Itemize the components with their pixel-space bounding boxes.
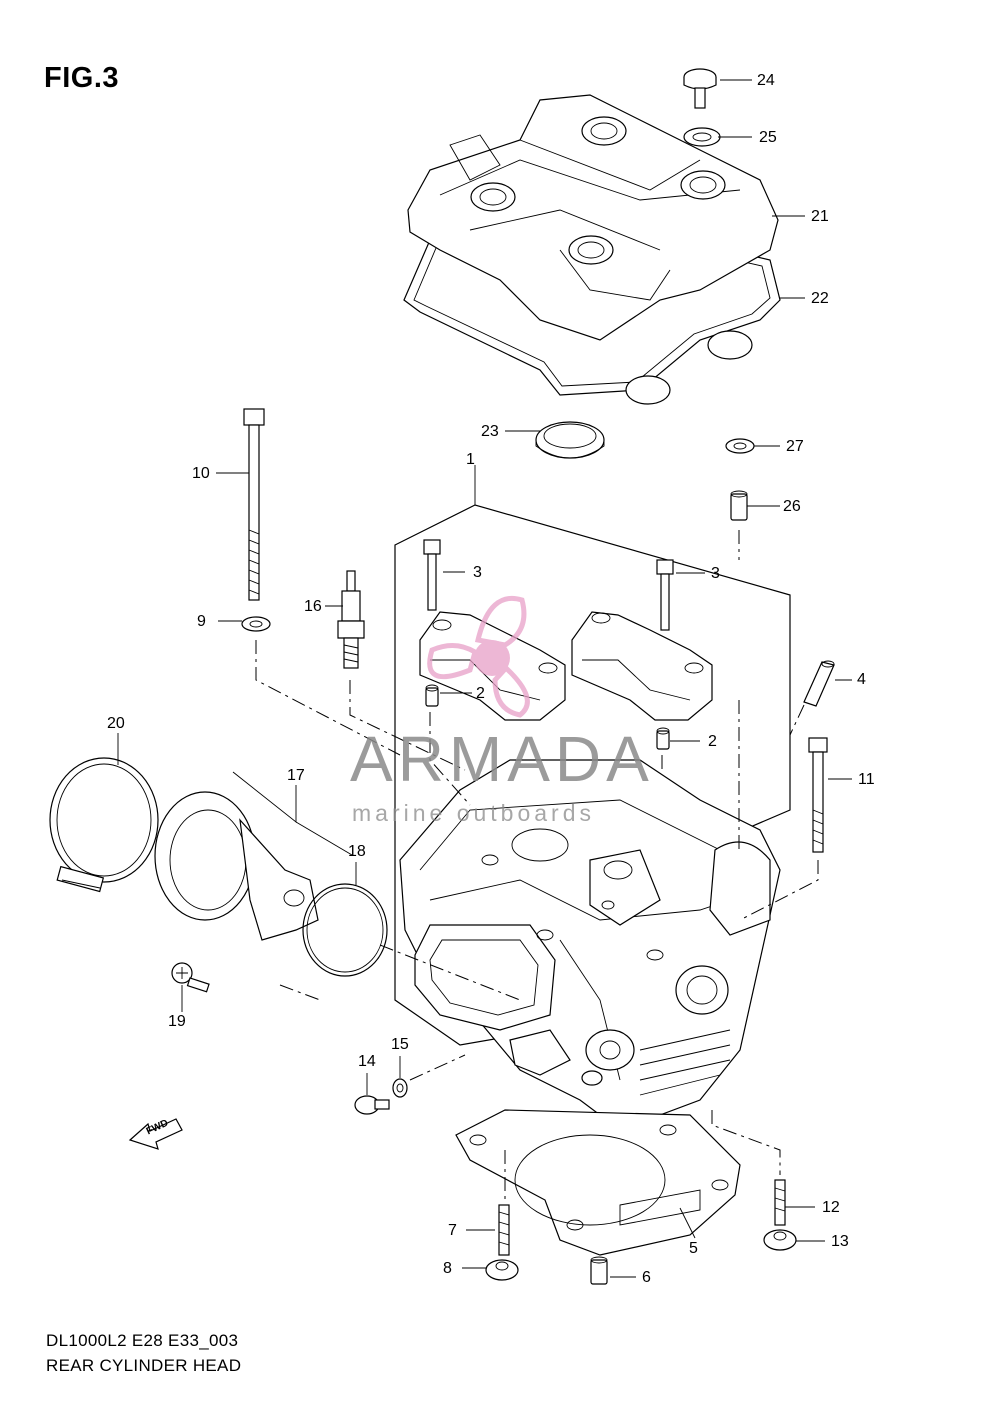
callout-15: 15	[391, 1036, 409, 1053]
callout-22: 22	[811, 290, 829, 307]
callout-13: 13	[831, 1233, 849, 1250]
cylinder-head-gasket	[455, 1109, 741, 1256]
stud-bolt-7	[498, 1204, 510, 1256]
callout-3: 3	[711, 565, 720, 582]
callout-14: 14	[358, 1053, 376, 1070]
oil-jet	[803, 660, 835, 707]
bolt-washer	[241, 616, 271, 632]
callout-25: 25	[759, 129, 777, 146]
watermark-tagline: marine outboards	[352, 800, 595, 826]
callout-16: 16	[304, 598, 322, 615]
callout-7: 7	[448, 1222, 457, 1239]
o-ring	[302, 883, 388, 977]
dowel-pin	[656, 727, 670, 750]
forward-arrow-icon	[128, 1118, 183, 1150]
cover-bolt	[683, 68, 717, 109]
callout-6: 6	[642, 1269, 651, 1286]
cam-holder-bolt	[656, 559, 674, 631]
callout-9: 9	[197, 613, 206, 630]
dowel-pin-6	[590, 1256, 608, 1285]
callout-18: 18	[348, 843, 366, 860]
callout-27: 27	[786, 438, 804, 455]
cover-washer	[683, 127, 721, 147]
callout-3: 3	[473, 564, 482, 581]
callout-2: 2	[476, 685, 485, 702]
callout-23: 23	[481, 423, 499, 440]
model-code: DL1000L2 E28 E33_003	[46, 1331, 239, 1350]
figure-title: FIG.3	[44, 62, 120, 94]
callout-2: 2	[708, 733, 717, 750]
stud-bolt-12	[774, 1179, 786, 1226]
cylinder-head-bolt-long	[243, 408, 265, 601]
intake-pipe	[154, 791, 319, 941]
dowel-pin-26	[730, 490, 748, 521]
callout-21: 21	[811, 208, 829, 225]
camshaft-holder-right	[571, 611, 713, 721]
clamp	[49, 757, 159, 893]
intake-screw	[171, 962, 210, 993]
callout-11: 11	[858, 771, 875, 788]
cam-holder-bolt	[423, 539, 441, 611]
section-name: REAR CYLINDER HEAD	[46, 1356, 242, 1375]
bolt-14	[354, 1095, 390, 1115]
callout-4: 4	[857, 671, 866, 688]
watermark-logo	[427, 596, 530, 718]
watermark-name: ARMADA	[350, 723, 654, 795]
callout-26: 26	[783, 498, 801, 515]
cylinder-head	[399, 759, 781, 1131]
callout-10: 10	[192, 465, 210, 482]
flange-nut-13	[763, 1229, 797, 1251]
callout-1: 1	[466, 451, 475, 468]
seal-ring-27	[725, 438, 755, 454]
callout-12: 12	[822, 1199, 840, 1216]
cylinder-head-bolt	[808, 737, 828, 853]
callout-19: 19	[168, 1013, 186, 1030]
dowel-pin	[425, 684, 439, 707]
callout-5: 5	[689, 1240, 698, 1257]
cylinder-head-cover	[403, 94, 781, 405]
flange-nut-8	[485, 1259, 519, 1281]
callout-20: 20	[107, 715, 125, 732]
callout-8: 8	[443, 1260, 452, 1277]
plug-seal	[535, 421, 605, 459]
callout-17: 17	[287, 767, 305, 784]
callout-24: 24	[757, 72, 775, 89]
spark-plug	[337, 570, 365, 669]
washer-15	[392, 1078, 408, 1098]
